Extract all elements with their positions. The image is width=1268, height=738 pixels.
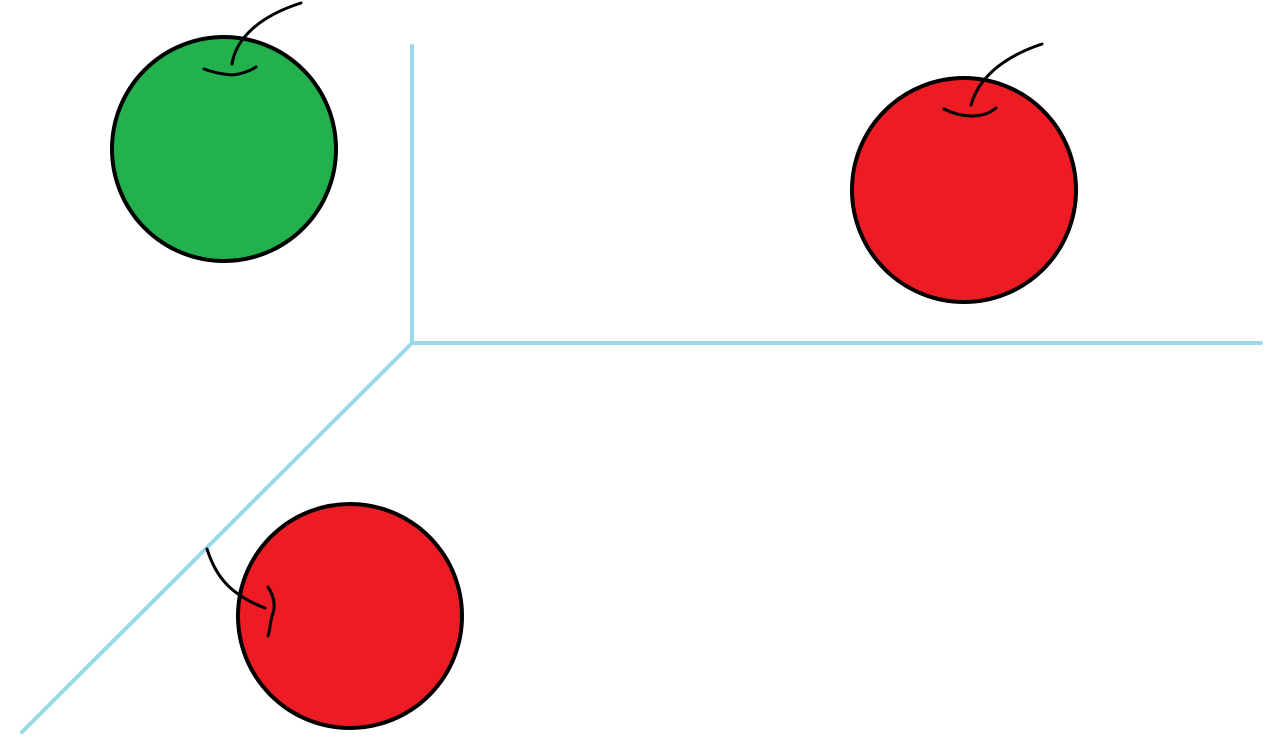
red-apple-right bbox=[850, 42, 1078, 304]
depth-axis bbox=[20, 341, 414, 734]
red-apple-bottom bbox=[205, 502, 464, 730]
green-apple bbox=[110, 1, 338, 263]
green-apple-body bbox=[110, 35, 338, 263]
green-apple-stem bbox=[230, 1, 303, 66]
red-apple-right-dimple bbox=[942, 106, 998, 118]
red-apple-bottom-body bbox=[236, 502, 464, 730]
axes bbox=[20, 44, 1263, 734]
green-apple-dimple bbox=[202, 65, 258, 77]
red-apple-bottom-stem bbox=[205, 547, 267, 610]
red-apple-right-body bbox=[850, 76, 1078, 304]
red-apple-right-stem bbox=[969, 42, 1044, 107]
red-apple-bottom-dimple bbox=[266, 585, 276, 638]
